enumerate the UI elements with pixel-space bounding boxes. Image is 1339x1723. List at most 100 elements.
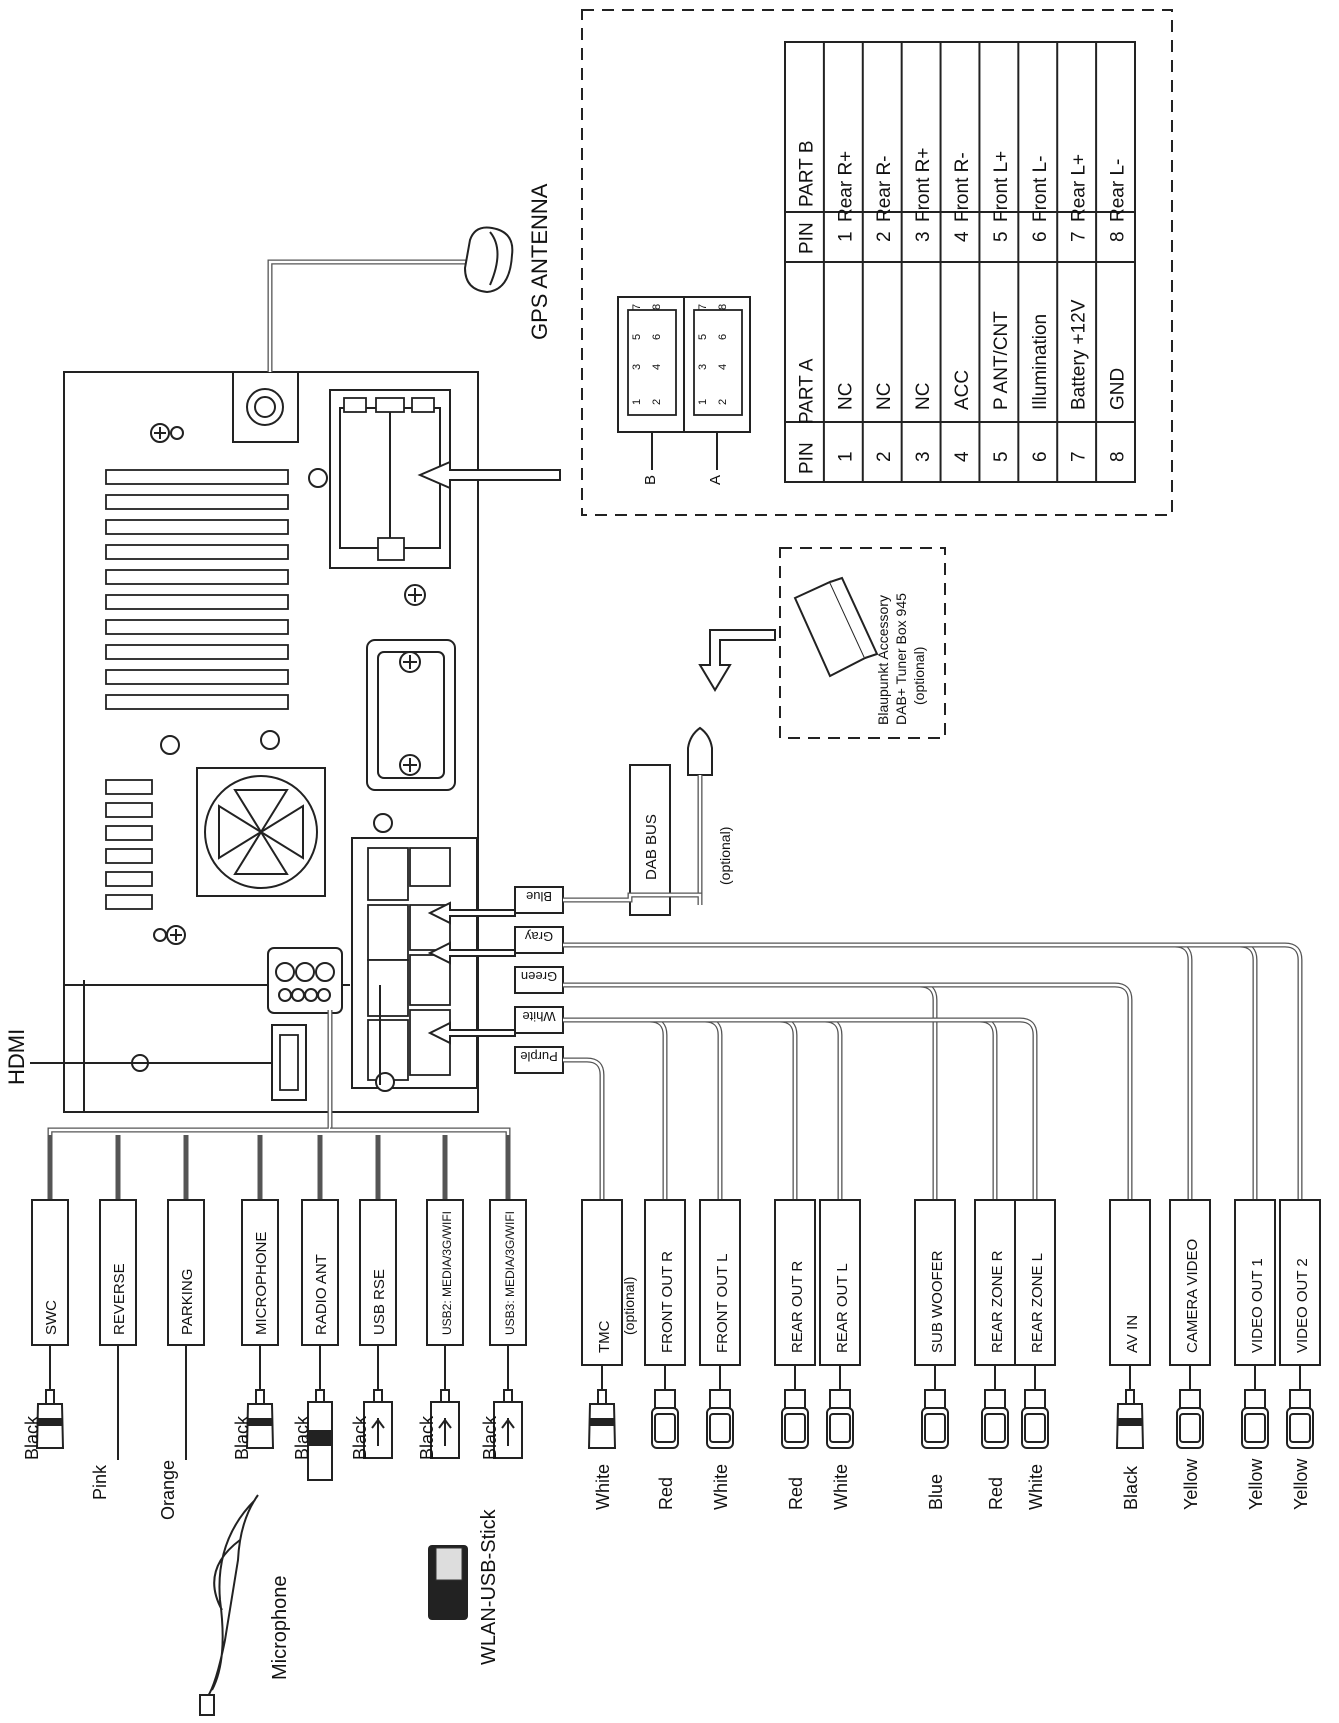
cable-label-box <box>974 1199 1016 1366</box>
cable-name-label: PARKING <box>179 1269 196 1335</box>
cable-color-label: Yellow <box>1291 1458 1311 1510</box>
table-cell: 7 <box>1069 231 1090 242</box>
cable-color-label: Red <box>656 1477 676 1510</box>
cable-name-label: TMC <box>596 1320 613 1353</box>
table-cell: Rear R- <box>874 155 895 222</box>
jack-plug-icon <box>1125 1389 1135 1405</box>
small-vents <box>105 779 153 910</box>
table-cell: 4 <box>952 451 973 462</box>
cable-name-label: SUB WOOFER <box>929 1250 946 1353</box>
rca-plug-icon <box>829 1389 851 1409</box>
table-header: PIN <box>796 442 817 474</box>
harness-tag <box>514 886 564 914</box>
harness-tag <box>514 1006 564 1034</box>
vent-slots <box>105 469 289 710</box>
microphone-label: Microphone <box>269 1575 291 1680</box>
cable-color-label: Pink <box>90 1464 110 1500</box>
gps-socket <box>232 371 299 443</box>
gps-antenna: GPS ANTENNA <box>267 183 552 372</box>
cable-label-box <box>819 1199 861 1366</box>
table-cell: 3 <box>913 451 934 462</box>
cable-name-label: FRONT OUT L <box>714 1254 731 1353</box>
table-cell: Illumination <box>1030 314 1051 410</box>
hdmi-label: HDMI <box>4 1029 29 1085</box>
iso-socket <box>308 389 451 569</box>
table-cell: Front R- <box>952 152 973 222</box>
connector-pin-label: 7 <box>697 304 709 310</box>
cable-name-label: FRONT OUT R <box>659 1251 676 1353</box>
cable-color-label: Black <box>232 1415 252 1460</box>
table-cell: Rear R+ <box>835 151 856 222</box>
accessory-line3: (optional) <box>911 647 927 705</box>
cable-color-label: Red <box>786 1477 806 1510</box>
cable-name-label: USB RSE <box>371 1269 388 1335</box>
harness-tag <box>514 966 564 994</box>
dab-bus-label: DAB BUS <box>643 814 660 880</box>
mounting-bracket <box>366 639 456 791</box>
connector-a-label: A <box>707 475 724 485</box>
table-cell: 5 <box>991 451 1012 462</box>
table-cell: 1 <box>835 231 856 242</box>
microphone-accessory: Microphone <box>199 1494 291 1716</box>
connector-pin-label: 4 <box>651 364 663 370</box>
cable-color-label: White <box>711 1464 731 1510</box>
harness-tag-label: Purple <box>520 1049 558 1064</box>
harness-tag-label: White <box>522 1009 555 1024</box>
dab-optional-label: (optional) <box>717 827 733 885</box>
cable-name-label: AV IN <box>1124 1315 1141 1353</box>
table-cell: 7 <box>1069 451 1090 462</box>
rca-plug-icon <box>924 1389 946 1409</box>
cable-label-box <box>1169 1199 1211 1366</box>
cable-name-label: REAR ZONE L <box>1029 1253 1046 1353</box>
table-cell: 2 <box>874 231 895 242</box>
screw-icon <box>150 423 426 945</box>
table-cell: 1 <box>835 451 856 462</box>
cable-color-label: Red <box>986 1477 1006 1510</box>
cable-label-box <box>1014 1199 1056 1366</box>
table-cell: 8 <box>1108 231 1129 242</box>
table-cell: Front L- <box>1030 155 1051 222</box>
table-header: PIN <box>796 222 817 254</box>
harness-tag-label: Blue <box>526 889 552 904</box>
table-cell: NC <box>913 383 934 410</box>
connector-pin-label: 7 <box>631 304 643 310</box>
cable-label-box <box>644 1199 686 1366</box>
usb-plug-icon <box>440 1389 450 1403</box>
rca-plug-icon <box>1024 1389 1046 1409</box>
rca-plug-icon <box>1244 1389 1266 1409</box>
table-cell: 6 <box>1030 231 1051 242</box>
usb-plug-icon <box>503 1389 513 1403</box>
cable-label-box <box>774 1199 816 1366</box>
rca-plug-icon <box>709 1389 731 1409</box>
cable-sub-label: (optional) <box>621 1277 637 1335</box>
rca-plug-icon <box>984 1389 1006 1409</box>
right-harness: TMC (optional) White FRONT OUT R Red FRONT OU… <box>563 942 1321 1510</box>
table-cell: 5 <box>991 231 1012 242</box>
table-cell: GND <box>1108 368 1129 410</box>
cable-color-label: White <box>831 1464 851 1510</box>
cable-name-label: SWC <box>43 1300 60 1335</box>
table-cell: Battery +12V <box>1069 299 1090 410</box>
connector-pin-label: 1 <box>631 399 643 405</box>
arrow-icon <box>379 460 561 1085</box>
cable-color-label: Black <box>22 1415 42 1460</box>
table-cell: NC <box>874 383 895 410</box>
cable-name-label: CAMERA VIDEO <box>1184 1239 1201 1353</box>
connector-pin-label: 4 <box>717 364 729 370</box>
table-header: PART A <box>796 358 817 424</box>
cable-color-label: Black <box>292 1415 312 1460</box>
connector-pin-label: 8 <box>651 304 663 310</box>
table-cell: NC <box>835 383 856 410</box>
rca-plug-icon <box>1179 1389 1201 1409</box>
connector-pin-label: 8 <box>717 304 729 310</box>
cable-color-label: White <box>593 1464 613 1510</box>
cable-name-label: MICROPHONE <box>253 1232 270 1335</box>
cable-color-label: Yellow <box>1246 1458 1266 1510</box>
table-cell: Front L+ <box>991 151 1012 222</box>
antenna-plug-icon <box>315 1389 325 1403</box>
table-header: PART B <box>796 140 817 207</box>
cable-name-label: VIDEO OUT 1 <box>1249 1258 1266 1353</box>
accessory-line1: Blaupunkt Accessory <box>875 595 891 725</box>
